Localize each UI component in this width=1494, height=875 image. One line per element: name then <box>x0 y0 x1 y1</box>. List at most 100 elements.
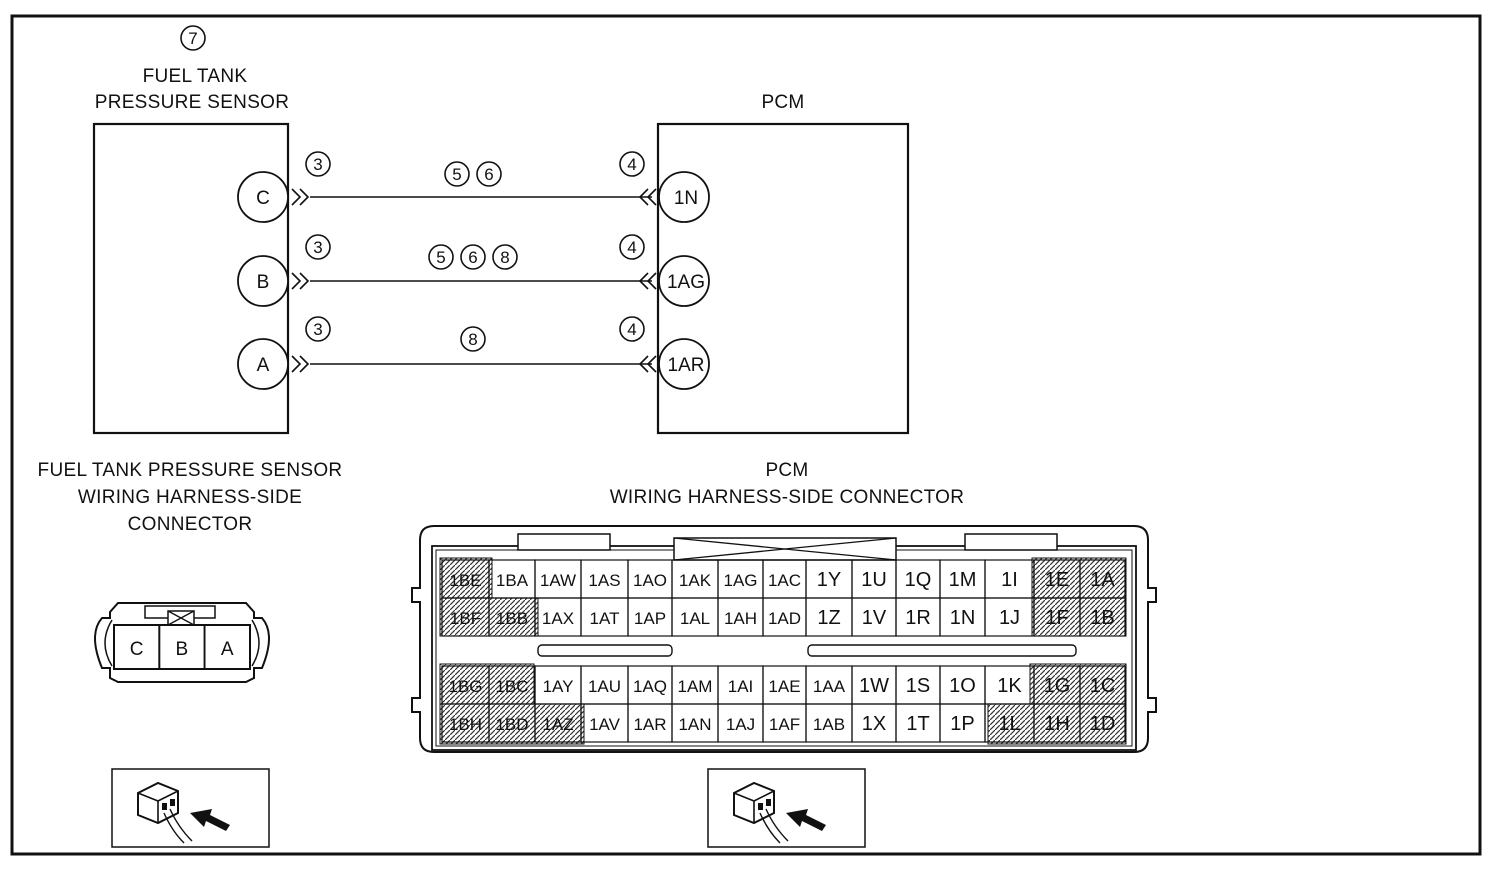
pcm-connector-title-1: PCM <box>765 460 808 481</box>
ref-number: 5 <box>436 248 445 267</box>
pcm-connector-pin-label: 1AM <box>678 677 713 696</box>
pcm-connector-pin-label: 1F <box>1045 607 1068 629</box>
ref-number: 3 <box>313 320 322 339</box>
sensor-connector-title-3: CONNECTOR <box>128 514 253 535</box>
pcm-connector-pin-label: 1K <box>997 675 1022 697</box>
ref-number: 4 <box>627 320 636 339</box>
pcm-connector-pin-label: 1Q <box>905 569 932 591</box>
pcm-connector-pin-label: 1B <box>1090 607 1114 629</box>
ref-number: 6 <box>468 248 477 267</box>
pcm-connector-pin-label: 1AW <box>540 571 576 590</box>
terminal-chevron <box>638 272 657 290</box>
terminal-chevron <box>638 188 657 206</box>
pcm-connector-pin-label: 1AB <box>813 715 845 734</box>
pcm-connector-pin-label: 1H <box>1044 713 1070 735</box>
pcm-connector-pin-label: 1AF <box>769 715 800 734</box>
pcm-ref-circle: 4 <box>619 151 645 177</box>
ref-number: 4 <box>627 238 636 257</box>
pcm-connector-pin-label: 1A <box>1090 569 1115 591</box>
connector-probe-icon <box>707 768 866 848</box>
pcm-connector-pin-label: 1AL <box>680 609 710 628</box>
pcm-connector-pin-label: 1BG <box>448 677 482 696</box>
pcm-connector-title-2: WIRING HARNESS-SIDE CONNECTOR <box>610 487 965 508</box>
sensor-ref-circle: 3 <box>305 316 331 342</box>
pcm-connector-pin-label: 1AE <box>768 677 800 696</box>
sensor-pin-label: C <box>256 188 270 209</box>
pcm-connector-pin-label: 1AU <box>588 677 621 696</box>
ref-number: 3 <box>313 238 322 257</box>
ref-number: 6 <box>484 165 493 184</box>
sensor-connector-pin-label: C <box>130 639 144 660</box>
pcm-connector-pin-label: 1C <box>1090 675 1116 697</box>
pcm-connector-pin-label: 1AV <box>589 715 621 734</box>
sensor-title-line1: FUEL TANK <box>143 66 248 87</box>
ref-circle-top: 7 <box>180 25 206 51</box>
pcm-title: PCM <box>761 92 804 113</box>
wire-ref-circle: 5 <box>444 161 470 187</box>
pcm-connector-pin-label: 1Z <box>817 607 840 629</box>
pcm-connector-pin-label: 1AI <box>728 677 754 696</box>
pcm-connector-pin-label: 1AZ <box>542 715 573 734</box>
pcm-connector-pin-label: 1AG <box>723 571 757 590</box>
pcm-connector-pin-label: 1BA <box>496 571 529 590</box>
sensor-pin-label: A <box>257 355 270 376</box>
pcm-connector-pin-label: 1AX <box>542 609 574 628</box>
pcm-connector-pin-label: 1U <box>861 569 887 591</box>
pcm-ref-circle: 4 <box>619 234 645 260</box>
pcm-connector-pin-label: 1BH <box>449 715 482 734</box>
wire-ref-circle: 8 <box>460 326 486 352</box>
pcm-connector-pin-label: 1AY <box>543 677 574 696</box>
ref-number: 8 <box>500 248 509 267</box>
pcm-connector-pin-label: 1R <box>905 607 931 629</box>
pcm-connector-pin-label: 1L <box>998 713 1020 735</box>
pcm-connector-pin-label: 1T <box>906 713 929 735</box>
pcm-connector-pin-label: 1BE <box>449 571 481 590</box>
sensor-connector-title-1: FUEL TANK PRESSURE SENSOR <box>38 460 343 481</box>
pcm-connector-pin-label: 1AQ <box>633 677 667 696</box>
pcm-connector-pin-label: 1AR <box>633 715 666 734</box>
pcm-connector-pin-label: 1P <box>950 713 974 735</box>
pcm-connector-pin-label: 1AK <box>679 571 712 590</box>
pcm-connector-pin-label: 1N <box>950 607 976 629</box>
pcm-connector-pin-label: 1AN <box>678 715 711 734</box>
pcm-connector-pin-label: 1M <box>949 569 977 591</box>
pcm-connector-pin-label: 1BF <box>450 609 481 628</box>
sensor-pin-label: B <box>257 272 270 293</box>
sensor-connector-pin-label: A <box>221 639 234 660</box>
pcm-connector-pin-label: 1I <box>1001 569 1018 591</box>
pcm-connector-pin <box>1079 703 1126 743</box>
pcm-connector-pin <box>1079 597 1126 637</box>
terminal-chevron <box>638 355 657 373</box>
sensor-connector-pin <box>203 624 251 670</box>
pcm-connector-pin-label: 1BC <box>495 677 528 696</box>
pcm-connector-pin-label: 1BD <box>495 715 528 734</box>
wire-ref-circle: 8 <box>492 244 518 270</box>
pcm-connector-pin-label: 1AA <box>813 677 846 696</box>
connector-probe-icon <box>111 768 270 848</box>
ref-number: 7 <box>188 29 197 48</box>
pcm-connector-pin-label: 1O <box>949 675 976 697</box>
pcm-connector-pin-label: 1S <box>906 675 930 697</box>
pcm-connector-pin-label: 1J <box>999 607 1020 629</box>
wire-circuit: B 1AG 3 4 5 6 8 <box>237 234 710 307</box>
pcm-connector-pin-label: 1Y <box>817 569 841 591</box>
pcm-connector-pin-label: 1V <box>862 607 887 629</box>
terminal-chevron <box>291 355 310 373</box>
pcm-connector-pin-label: 1AS <box>588 571 620 590</box>
ref-number: 8 <box>468 330 477 349</box>
pcm-ref-circle: 4 <box>619 316 645 342</box>
sensor-connector-pin-label: B <box>176 639 189 660</box>
pcm-connector-pin-label: 1AP <box>634 609 666 628</box>
pcm-connector-pin-label: 1AH <box>724 609 757 628</box>
ref-number: 5 <box>452 165 461 184</box>
ref-number: 3 <box>313 155 322 174</box>
wire-ref-circle: 5 <box>428 244 454 270</box>
sensor-title-line2: PRESSURE SENSOR <box>95 92 290 113</box>
pcm-connector-pin-label: 1AT <box>590 609 620 628</box>
pcm-connector-pin-label: 1G <box>1044 675 1071 697</box>
pcm-pin-label: 1AG <box>667 272 705 293</box>
